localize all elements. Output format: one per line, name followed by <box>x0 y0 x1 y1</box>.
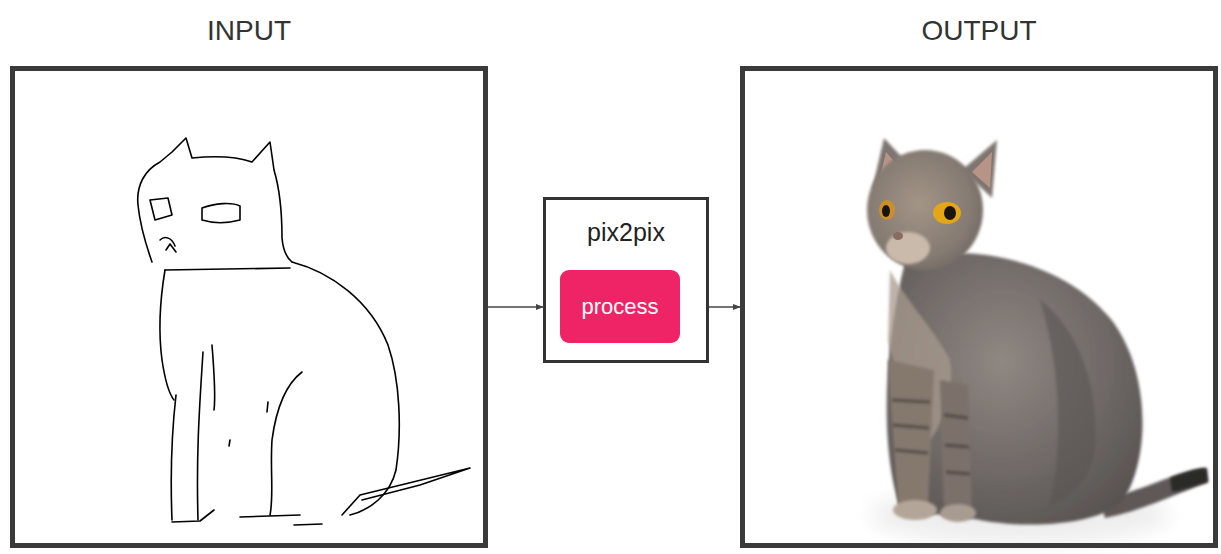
output-image-box: OUTPUT <box>740 66 1218 548</box>
cat-photo <box>867 138 1208 545</box>
cat-sketch <box>138 138 470 525</box>
flow-arrow <box>709 306 740 308</box>
panel-heading: INPUT <box>15 15 483 47</box>
input-image-box: INPUT <box>10 66 488 548</box>
model-box: pix2pix process <box>543 197 709 363</box>
panel-heading: OUTPUT <box>745 15 1213 47</box>
button-label: process <box>581 294 658 320</box>
process-button: process <box>560 270 680 343</box>
flow-arrow <box>488 306 543 308</box>
model-name: pix2pix <box>546 218 706 247</box>
